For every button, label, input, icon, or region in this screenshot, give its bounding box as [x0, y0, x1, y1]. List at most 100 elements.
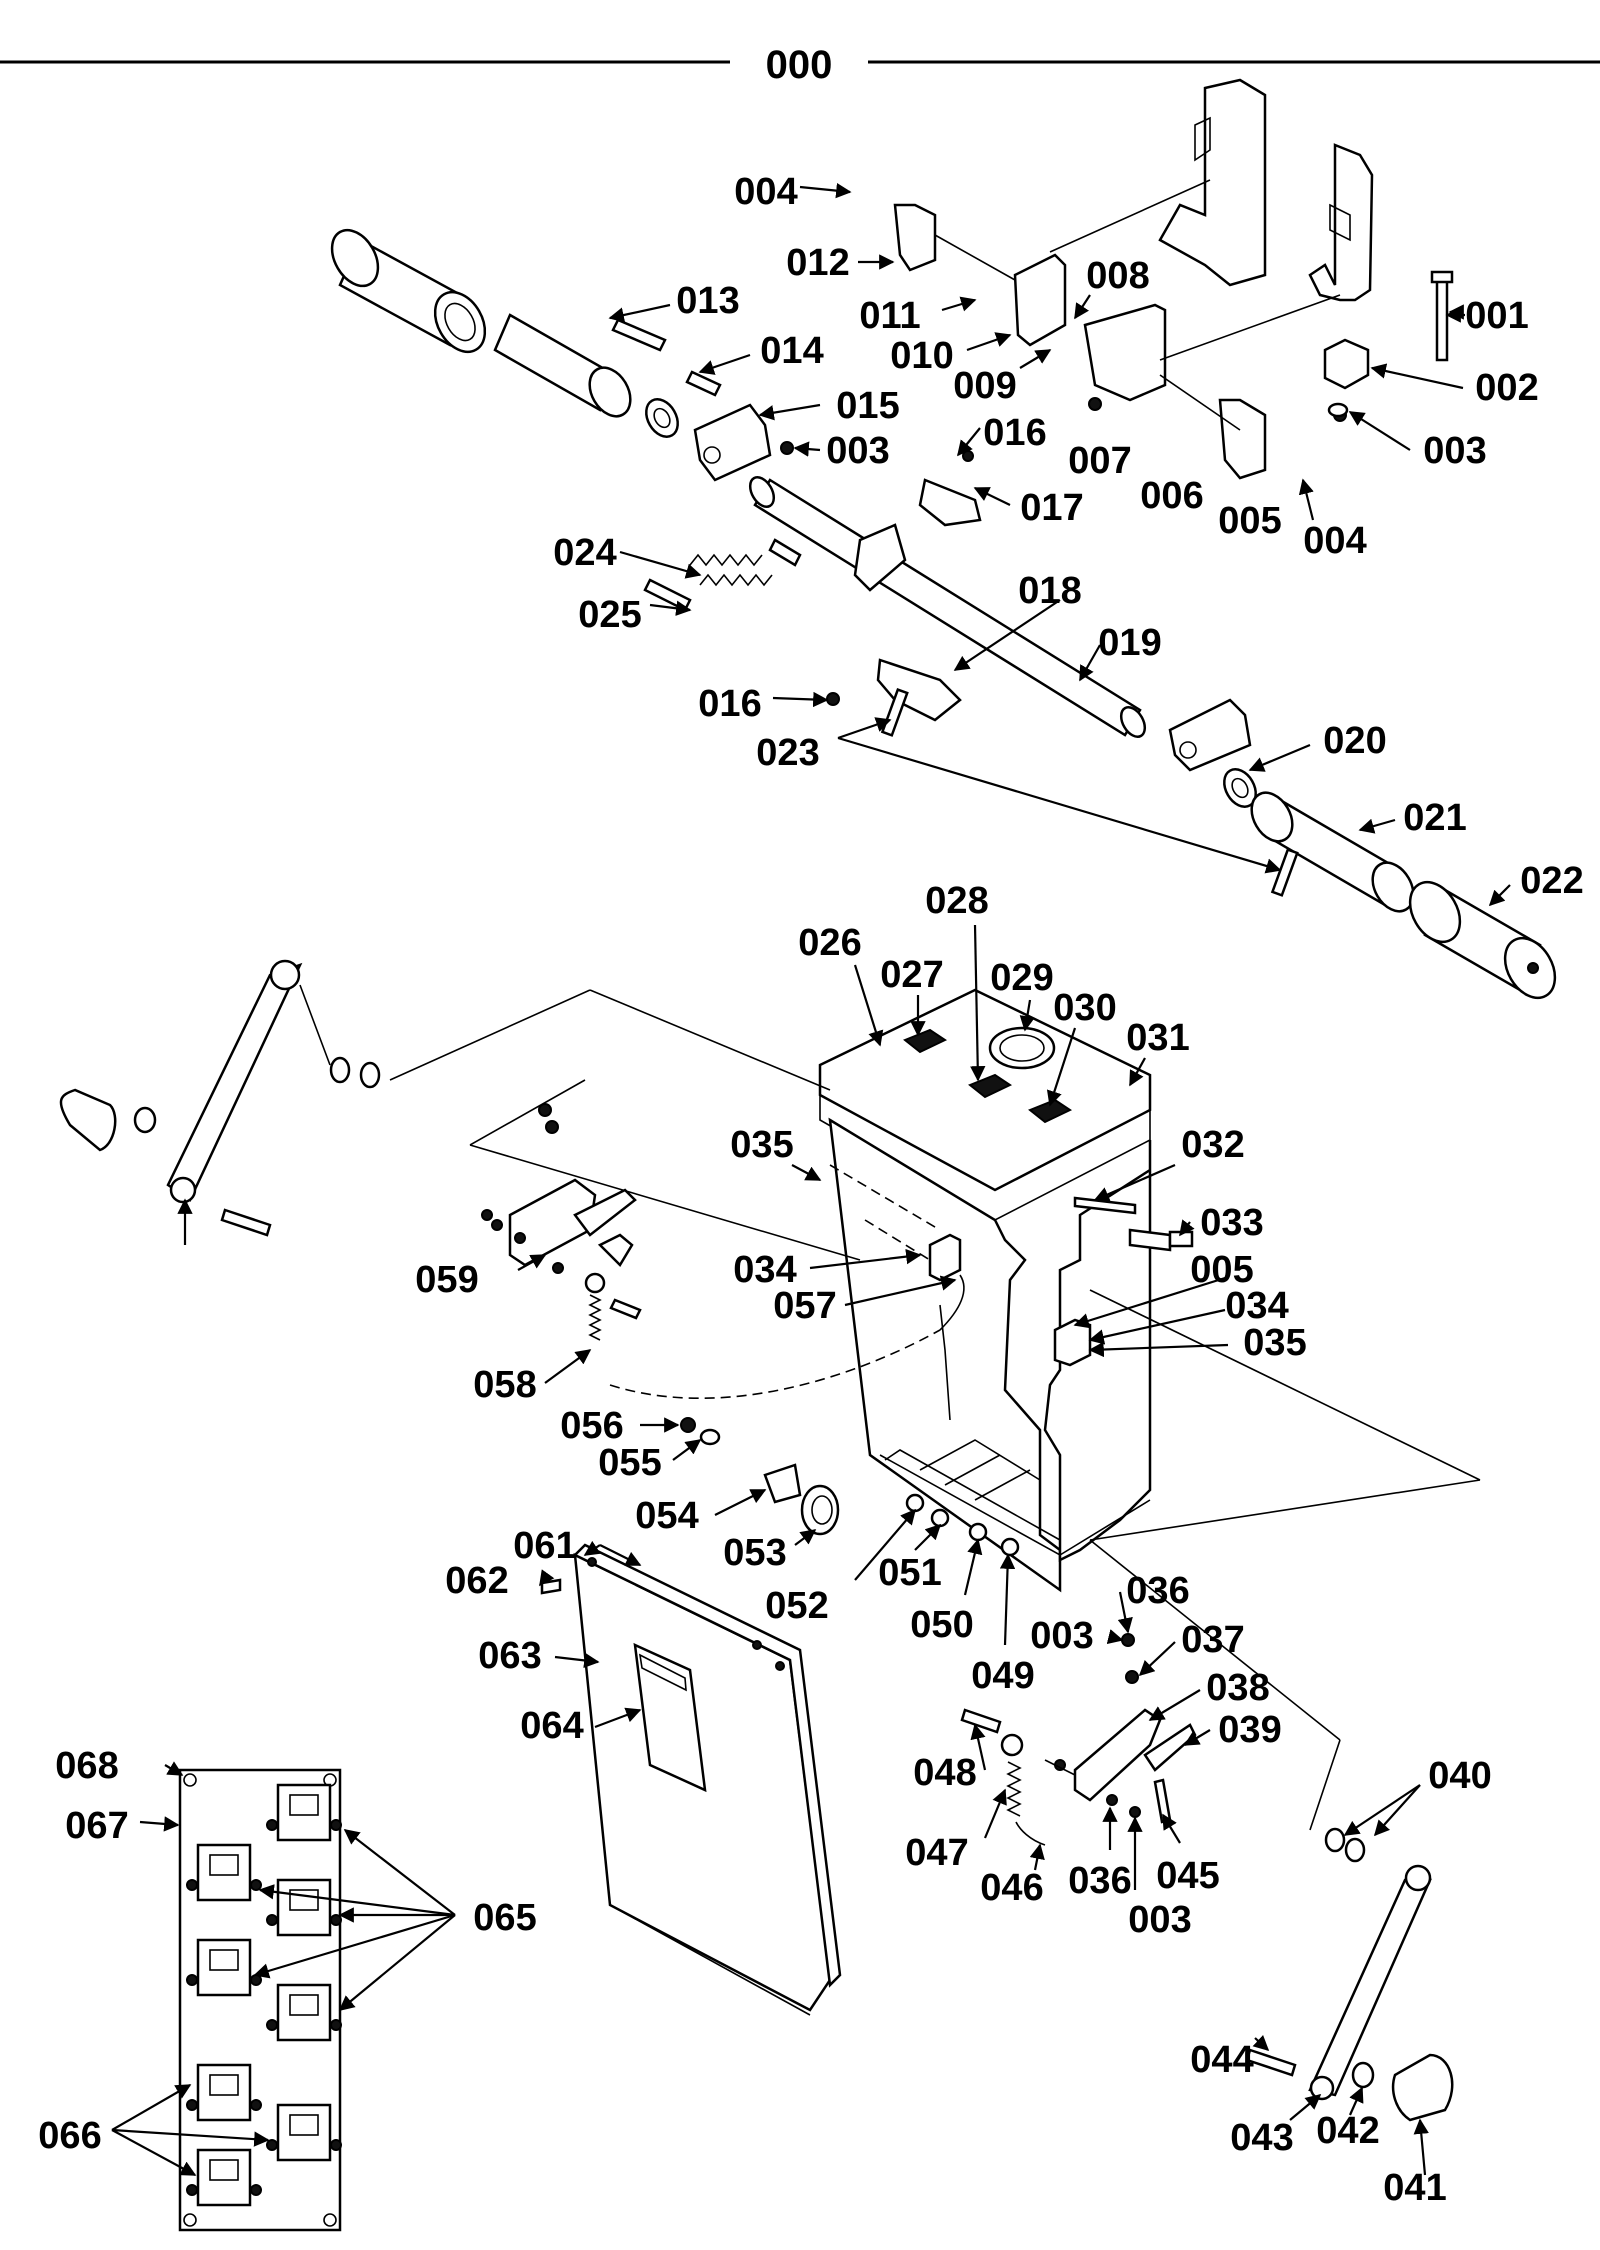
diagram-title: 000 — [766, 43, 833, 87]
label-015: 015 — [836, 385, 899, 427]
switch-bracket-059 — [469, 1079, 861, 1341]
label-041: 041 — [1383, 2167, 1446, 2209]
knob-right — [1391, 2053, 1454, 2122]
plate-006 — [1083, 303, 1167, 402]
label-024: 024 — [553, 532, 616, 574]
label-003: 003 — [1423, 430, 1486, 472]
right-tube — [1250, 791, 1415, 913]
label-044: 044 — [1190, 2039, 1253, 2081]
label-048: 048 — [913, 1752, 976, 1794]
label-010: 010 — [890, 335, 953, 377]
label-019: 019 — [1098, 622, 1161, 664]
bracket-left-upright — [1158, 78, 1267, 287]
label-025: 025 — [578, 594, 641, 636]
handle-assembly — [330, 228, 1557, 1000]
left-crank-arm — [59, 959, 831, 1237]
label-011: 011 — [859, 295, 920, 337]
label-066: 066 — [38, 2115, 101, 2157]
springs-024 — [643, 538, 802, 612]
label-049: 049 — [971, 1655, 1034, 1697]
plate-010 — [1013, 253, 1067, 347]
label-040: 040 — [1428, 1755, 1491, 1797]
clamp-018 — [876, 658, 962, 722]
washer-right — [1223, 768, 1257, 808]
label-030: 030 — [1053, 987, 1116, 1029]
label-034: 034 — [733, 1249, 796, 1291]
label-032: 032 — [1181, 1124, 1244, 1166]
label-064: 064 — [520, 1705, 583, 1747]
label-016: 016 — [983, 412, 1046, 454]
label-022: 022 — [1520, 860, 1583, 902]
left-tube — [493, 313, 632, 418]
bracket-020 — [1168, 698, 1252, 772]
label-007: 007 — [1068, 440, 1131, 482]
header-rule: 000 — [0, 43, 1600, 87]
label-031: 031 — [1126, 1017, 1189, 1059]
label-038: 038 — [1206, 1667, 1269, 1709]
label-067: 067 — [65, 1805, 128, 1847]
label-017: 017 — [1020, 487, 1083, 529]
label-045: 045 — [1156, 1855, 1219, 1897]
label-062: 062 — [445, 1560, 508, 1602]
label-027: 027 — [880, 954, 943, 996]
label-061: 061 — [513, 1525, 576, 1567]
label-001: 001 — [1465, 295, 1528, 337]
washer-left — [645, 398, 679, 438]
label-009: 009 — [953, 365, 1016, 407]
door-panel — [540, 1543, 842, 2016]
label-054: 054 — [635, 1495, 698, 1537]
pivot-collar — [918, 478, 982, 527]
label-002: 002 — [1475, 367, 1538, 409]
label-039: 039 — [1218, 1709, 1281, 1751]
label-023: 023 — [756, 732, 819, 774]
bolt-032 — [1073, 1196, 1137, 1215]
window-064 — [633, 1642, 707, 1793]
label-068: 068 — [55, 1745, 118, 1787]
label-057: 057 — [773, 1285, 836, 1327]
label-050: 050 — [910, 1604, 973, 1646]
microswitch-005 — [1053, 1318, 1092, 1367]
label-063: 063 — [478, 1635, 541, 1677]
bracket-015 — [693, 403, 772, 482]
label-020: 020 — [1323, 720, 1386, 762]
contactor — [266, 1783, 342, 1842]
label-043: 043 — [1230, 2117, 1293, 2159]
label-005b: 005 — [1190, 1249, 1253, 1291]
nut-002 — [1323, 338, 1370, 390]
label-005: 005 — [1218, 500, 1281, 542]
contactor — [186, 1938, 262, 1997]
main-shaft — [748, 476, 1147, 738]
label-013: 013 — [676, 280, 739, 322]
label-059: 059 — [415, 1259, 478, 1301]
bolt-001 — [1435, 273, 1449, 362]
roller-assembly — [680, 1417, 840, 1536]
contactor — [266, 1878, 342, 1937]
bracket-right-upright — [1308, 143, 1374, 302]
microswitch-034 — [928, 1233, 962, 1282]
label-058: 058 — [473, 1364, 536, 1406]
label-053: 053 — [723, 1532, 786, 1574]
bracket-054 — [763, 1463, 802, 1504]
label-008: 008 — [1086, 255, 1149, 297]
label-051: 051 — [878, 1552, 941, 1594]
label-052: 052 — [765, 1585, 828, 1627]
label-006: 006 — [1140, 475, 1203, 517]
right-crank-arm — [1089, 1289, 1481, 2122]
switch-028 — [968, 1073, 1013, 1099]
contactor — [186, 2063, 262, 2122]
bolt-033 — [1128, 1228, 1172, 1252]
right-grip — [1408, 880, 1557, 1000]
left-grip — [330, 228, 487, 354]
label-056: 056 — [560, 1405, 623, 1447]
roller-053 — [800, 1484, 840, 1536]
label-004: 004 — [1303, 520, 1366, 562]
label-018: 018 — [1018, 570, 1081, 612]
label-046: 046 — [980, 1867, 1043, 1909]
label-065: 065 — [473, 1897, 536, 1939]
label-021: 021 — [1403, 797, 1466, 839]
label-026: 026 — [798, 922, 861, 964]
label-014: 014 — [760, 330, 823, 372]
label-033: 033 — [1200, 1202, 1263, 1244]
label-036: 036 — [1126, 1570, 1189, 1612]
fork-plate — [853, 523, 907, 592]
